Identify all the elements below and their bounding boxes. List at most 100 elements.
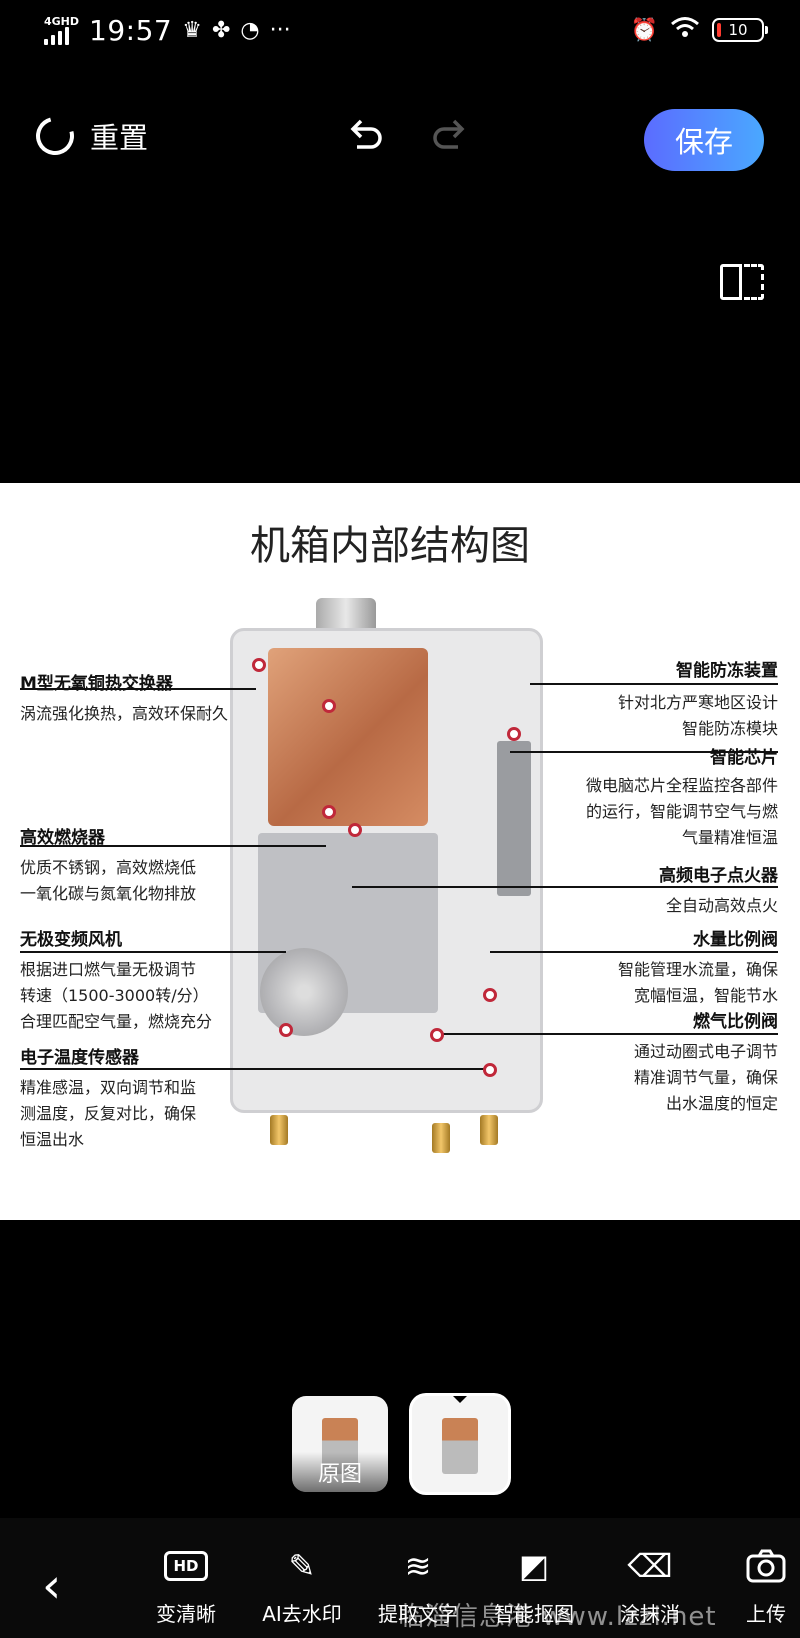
label-text: 根据进口燃气量无极调节	[20, 960, 197, 979]
heat-exchanger	[268, 648, 428, 826]
label-title: 智能芯片	[710, 748, 778, 768]
leader-line	[436, 1033, 778, 1035]
save-button[interactable]: 保存	[644, 109, 764, 171]
tool-smart-cutout[interactable]: ◩ 智能抠图	[476, 1544, 592, 1627]
leader-line	[530, 683, 778, 685]
callout-dot	[252, 658, 266, 672]
undo-icon[interactable]	[345, 115, 385, 165]
tool-label: AI去水印	[262, 1602, 342, 1626]
label-text: 宽幅恒温，智能节水	[633, 986, 778, 1005]
wifi-icon	[670, 16, 700, 44]
label-title: 智能防冻装置	[676, 661, 778, 681]
label-text: 精准调节气量，确保	[633, 1068, 778, 1087]
label-text: 转速（1500-3000转/分）	[20, 986, 209, 1005]
label-text: 一氧化碳与氮氧化物排放	[20, 884, 197, 903]
back-icon[interactable]: ‹	[42, 1558, 62, 1614]
tool-enhance[interactable]: HD 变清晰	[128, 1544, 244, 1627]
leader-line	[20, 951, 286, 953]
signal-icon	[44, 26, 79, 45]
label-fan: 无极变频风机 根据进口燃气量无极调节 转速（1500-3000转/分） 合理匹配…	[20, 927, 300, 1035]
leader-line	[490, 951, 778, 953]
label-title: 燃气比例阀	[693, 1012, 778, 1032]
label-smart-chip: 智能芯片 微电脑芯片全程监控各部件 的运行，智能调节空气与燃 气量精准恒温	[548, 745, 778, 851]
leader-line	[352, 886, 778, 888]
eraser-icon: ⌫	[627, 1547, 673, 1585]
thumbnail-original[interactable]: 原图	[292, 1396, 388, 1492]
tool-label: 上传	[746, 1602, 786, 1626]
tool-ai-remove-watermark[interactable]: ✎ AI去水印	[244, 1544, 360, 1627]
fan-motor	[260, 948, 348, 1036]
reset-label: 重置	[90, 121, 149, 155]
network-indicator: 4GHD	[44, 14, 80, 45]
thumbnail-edited[interactable]	[412, 1396, 508, 1492]
label-title: 高效燃烧器	[20, 828, 105, 848]
battery-level: 10	[728, 21, 748, 39]
callout-dot	[483, 988, 497, 1002]
tool-upload[interactable]: 上传	[708, 1544, 800, 1627]
label-text: 恒温出水	[20, 1130, 85, 1149]
label-water-valve: 水量比例阀 智能管理水流量，确保 宽幅恒温，智能节水	[548, 927, 778, 1009]
fan-icon: ✤	[211, 18, 231, 43]
label-title: 高频电子点火器	[659, 866, 778, 886]
editor-toolbar: 重置 保存	[0, 95, 800, 185]
callout-dot	[430, 1028, 444, 1042]
more-notifications-icon: ···	[269, 18, 291, 43]
clock: 19:57	[89, 14, 173, 47]
callout-dot	[322, 699, 336, 713]
label-text: 微电脑芯片全程监控各部件	[585, 776, 778, 795]
callout-dot	[483, 1063, 497, 1077]
leader-line	[510, 751, 778, 753]
label-text: 精准感温，双向调节和监	[20, 1078, 197, 1097]
tool-label: 智能抠图	[494, 1602, 574, 1626]
site-watermark: 临淄信息港 www.lzzl.net	[398, 1602, 717, 1632]
label-gas-valve: 燃气比例阀 通过动圈式电子调节 精准调节气量，确保 出水温度的恒定	[548, 1009, 778, 1117]
compare-icon[interactable]	[720, 264, 764, 300]
thumbnail-caption: 原图	[292, 1452, 388, 1492]
smart-crop-icon: ◩	[518, 1547, 550, 1585]
camera-icon	[708, 1544, 800, 1588]
label-title: 无极变频风机	[20, 930, 122, 950]
tool-label: 涂抹消	[620, 1602, 680, 1626]
label-text: 智能防冻模块	[681, 719, 778, 738]
wechat-icon: ◔	[240, 18, 260, 43]
tool-eraser[interactable]: ⌫ 涂抹消	[592, 1544, 708, 1627]
tool-label: 变清晰	[156, 1602, 216, 1626]
alarm-icon: ⏰	[630, 17, 658, 43]
label-temp-sensor: 电子温度传感器 精准感温，双向调节和监 测温度，反复对比，确保 恒温出水	[20, 1045, 300, 1153]
extract-icon: ≋	[404, 1547, 432, 1585]
control-chip-panel	[497, 741, 531, 896]
image-preview: 机箱内部结构图 M型无氧铜热交换器 涡流强化换热，高效环保耐久 高效燃烧器 优质…	[0, 483, 800, 1220]
crown-icon: ♛	[182, 18, 202, 43]
pipe-fitting	[432, 1123, 450, 1153]
label-heat-exchanger: M型无氧铜热交换器 涡流强化换热，高效环保耐久	[20, 671, 300, 727]
label-text: 气量精准恒温	[681, 828, 778, 847]
label-text: 优质不锈钢，高效燃烧低	[20, 858, 197, 877]
callout-dot	[279, 1023, 293, 1037]
bottom-toolbar: ‹ HD 变清晰 ✎ AI去水印 ≋ 提取文字 ◩ 智能抠图 ⌫ 涂抹消 上传	[0, 1518, 800, 1638]
ai-wand-icon: ✎	[288, 1547, 316, 1585]
label-text: 针对北方严寒地区设计	[617, 693, 778, 712]
reset-icon	[29, 110, 81, 162]
leader-line	[20, 845, 326, 847]
label-text: 测温度，反复对比，确保	[20, 1104, 197, 1123]
label-antifreeze: 智能防冻装置 针对北方严寒地区设计 智能防冻模块	[548, 658, 778, 742]
label-text: 涡流强化换热，高效环保耐久	[20, 704, 229, 723]
network-type: 4GHD	[44, 14, 80, 28]
battery-icon: 10	[712, 18, 768, 42]
label-text: 的运行，智能调节空气与燃	[585, 802, 778, 821]
redo-icon[interactable]	[430, 115, 470, 165]
leader-line	[20, 1068, 490, 1070]
thumbnail-preview	[442, 1418, 478, 1474]
version-thumbnails: 原图	[292, 1396, 508, 1492]
leader-line	[20, 688, 256, 690]
label-text: 通过动圈式电子调节	[633, 1042, 778, 1061]
callout-dot	[322, 805, 336, 819]
label-burner: 高效燃烧器 优质不锈钢，高效燃烧低 一氧化碳与氮氧化物排放	[20, 825, 300, 907]
reset-button[interactable]: 重置	[29, 110, 149, 162]
callout-dot	[348, 823, 362, 837]
callout-dot	[507, 727, 521, 741]
hd-icon: HD	[164, 1551, 208, 1581]
label-igniter: 高频电子点火器 全自动高效点火	[548, 863, 778, 919]
status-bar: 4GHD 19:57 ♛ ✤ ◔ ··· ⏰ 10	[0, 0, 800, 70]
tool-extract-text[interactable]: ≋ 提取文字	[360, 1544, 476, 1627]
